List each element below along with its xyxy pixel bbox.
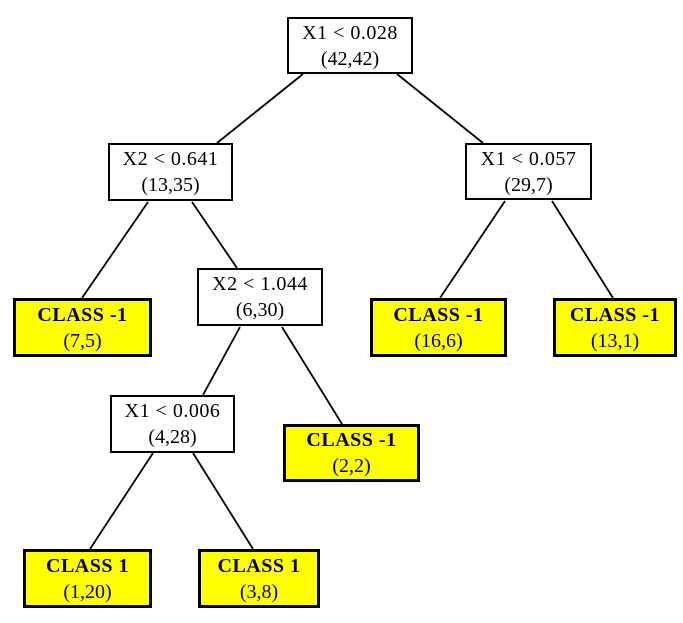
node-counts: (6,30) [235,299,285,321]
edge-nright-leaf166 [439,200,506,299]
edge-nright-leaf131 [551,200,614,299]
edge-nleft-leaf75 [81,201,149,299]
leaf-class-label: CLASS -1 [393,303,484,326]
node-counts: (42,42) [320,47,380,70]
leaf-node-class-1-1-20: CLASS 1 (1,20) [23,549,152,608]
leaf-class-label: CLASS -1 [306,429,397,451]
edge-n1044-leaf22 [281,326,343,425]
decision-node-x1-0006: X1 < 0.006 (4,28) [110,395,235,453]
node-counts: (3,8) [239,580,279,603]
node-counts: (29,7) [504,173,553,196]
decision-node-x2-1044: X2 < 1.044 (6,30) [197,268,323,326]
edge-root-left [216,73,304,144]
edge-n0006-leaf38 [192,452,254,550]
node-condition: X2 < 1.044 [212,273,308,295]
edge-root-right [396,73,484,144]
node-counts: (13,35) [141,174,200,196]
decision-node-x2-0641: X2 < 0.641 (13,35) [108,143,233,201]
leaf-class-label: CLASS 1 [46,554,129,577]
node-condition: X1 < 0.057 [480,147,577,170]
node-counts: (13,1) [590,329,640,352]
leaf-class-label: CLASS 1 [217,554,301,577]
node-counts: (4,28) [148,426,197,448]
leaf-node-class-neg1-2-2: CLASS -1 (2,2) [283,424,420,482]
node-condition: X1 < 0.006 [124,400,221,422]
leaf-node-class-neg1-16-6: CLASS -1 (16,6) [370,298,507,357]
leaf-node-class-neg1-7-5: CLASS -1 (7,5) [13,298,152,357]
edge-n0006-leaf120 [89,452,154,550]
leaf-node-class-neg1-13-1: CLASS -1 (13,1) [553,298,677,357]
leaf-class-label: CLASS -1 [569,303,661,326]
node-condition: X1 < 0.028 [302,21,398,44]
edge-n1044-n0006 [202,326,241,396]
edge-nleft-n1044 [191,201,238,269]
node-counts: (1,20) [63,580,112,603]
decision-node-x1-0057: X1 < 0.057 (29,7) [465,143,592,200]
leaf-class-label: CLASS -1 [37,303,128,326]
node-counts: (2,2) [332,455,371,477]
leaf-node-class-1-3-8: CLASS 1 (3,8) [198,549,320,608]
node-counts: (16,6) [414,329,463,352]
node-counts: (7,5) [63,329,102,352]
decision-node-root: X1 < 0.028 (42,42) [287,17,413,74]
node-condition: X2 < 0.641 [122,148,219,170]
